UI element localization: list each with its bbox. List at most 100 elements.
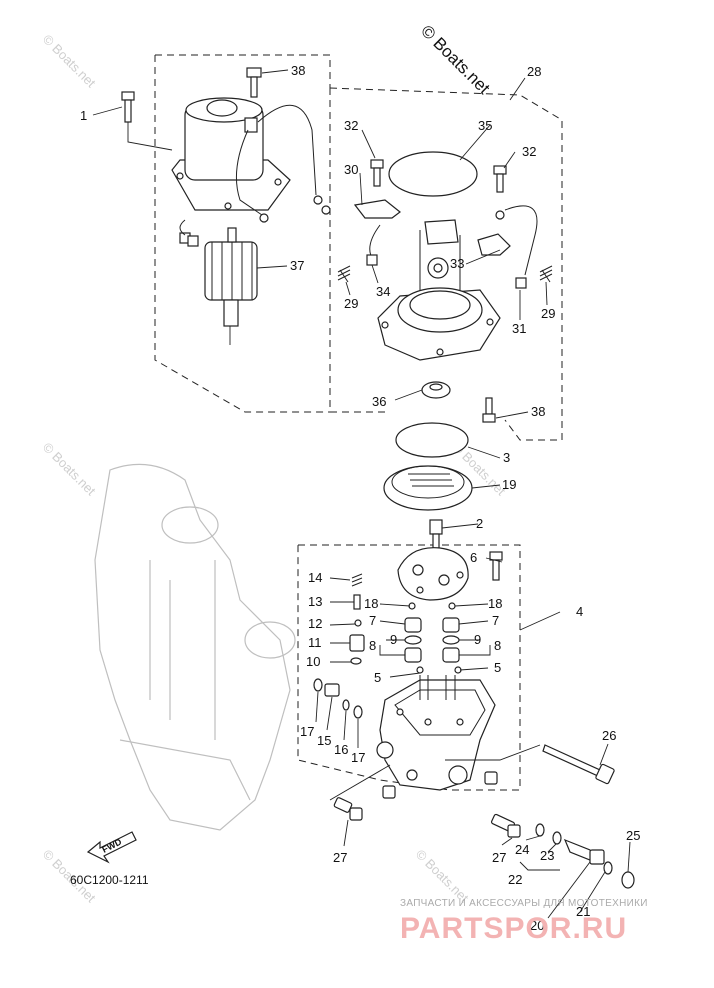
valve-assembly-left xyxy=(404,602,424,674)
callout-14: 14 xyxy=(308,570,322,585)
callout-29-left: 29 xyxy=(344,296,358,311)
callout-22: 22 xyxy=(508,872,522,887)
callout-15: 15 xyxy=(317,733,331,748)
callout-1: 1 xyxy=(80,108,87,123)
callout-31: 31 xyxy=(512,321,526,336)
brush-34-part xyxy=(366,254,378,266)
oring-3-part xyxy=(395,422,469,458)
lead-wire-left xyxy=(369,224,381,259)
callout-21: 21 xyxy=(576,904,590,919)
callout-17-left: 17 xyxy=(300,724,314,739)
gear-plate-19-part xyxy=(383,465,473,511)
brush-holder-center-part xyxy=(424,219,459,245)
pin-13-part xyxy=(353,594,361,610)
callout-38-bottom: 38 xyxy=(531,404,545,419)
callout-7-right: 7 xyxy=(492,613,499,628)
callout-18-right: 18 xyxy=(488,596,502,611)
bolt-1-part xyxy=(121,91,173,151)
motor-box-right xyxy=(329,87,563,441)
callout-24: 24 xyxy=(515,842,529,857)
callout-20: 20 xyxy=(530,918,544,933)
callout-9-right: 9 xyxy=(474,632,481,647)
motor-box-top xyxy=(155,54,331,88)
pump-gear-housing-part xyxy=(397,547,469,601)
pump-body-4-part xyxy=(376,675,496,791)
spring-14-part xyxy=(351,573,363,587)
bolt-27-left-part xyxy=(333,797,363,821)
bolt-38-bottom-part xyxy=(482,397,496,423)
callout-29-right: 29 xyxy=(541,306,555,321)
valve-assembly-right xyxy=(442,602,462,674)
callout-27-right: 27 xyxy=(492,850,506,865)
callout-11: 11 xyxy=(308,635,322,650)
armature-part xyxy=(204,227,258,345)
callout-34: 34 xyxy=(376,284,390,299)
oring-35-part xyxy=(388,151,478,197)
callout-8-right: 8 xyxy=(494,638,501,653)
callout-16: 16 xyxy=(334,742,348,757)
bolt-38-top-part xyxy=(246,67,262,98)
plug-left-part xyxy=(382,785,396,799)
shop-watermark: ЗАПЧАСТИ И АКСЕССУАРЫ ДЛЯ МОТОТЕХНИКИ PA… xyxy=(400,898,648,945)
plugs-15-16-17 xyxy=(313,678,363,719)
background-tilt-cylinder xyxy=(94,463,296,831)
callout-5-left: 5 xyxy=(374,670,381,685)
seal-36-part xyxy=(421,381,451,399)
callout-26: 26 xyxy=(602,728,616,743)
oring-10-part xyxy=(350,657,362,665)
watermark-top-right: © Boats.net xyxy=(417,21,494,98)
callout-4: 4 xyxy=(576,604,583,619)
plug-right-part xyxy=(484,771,498,785)
callout-5-right: 5 xyxy=(494,660,501,675)
leader-lines xyxy=(92,69,631,919)
brush-31-part xyxy=(515,277,527,289)
callout-7-left: 7 xyxy=(369,613,376,628)
bolt-32-left-part xyxy=(370,159,384,187)
lead-wire-right xyxy=(504,205,538,276)
bolt-6-part xyxy=(489,551,503,581)
callout-32-right: 32 xyxy=(522,144,536,159)
callout-8-left: 8 xyxy=(369,638,376,653)
callout-9-left: 9 xyxy=(390,632,397,647)
callout-38-top: 38 xyxy=(291,63,305,78)
callout-10: 10 xyxy=(306,654,320,669)
shop-tagline: ЗАПЧАСТИ И АКСЕССУАРЫ ДЛЯ МОТОТЕХНИКИ xyxy=(400,898,648,909)
callout-6: 6 xyxy=(470,550,477,565)
bolt-27-right-part xyxy=(490,813,521,838)
callout-30: 30 xyxy=(344,162,358,177)
shop-name: PARTSPOR.RU xyxy=(400,912,627,945)
callout-18-left: 18 xyxy=(364,596,378,611)
motor-box-inner xyxy=(329,88,390,413)
callout-37: 37 xyxy=(290,258,304,273)
diagram-code: 60C1200-1211 xyxy=(70,873,149,887)
valve-11-part xyxy=(349,634,365,652)
brush-holder-30-part xyxy=(353,199,401,219)
callout-25: 25 xyxy=(626,828,640,843)
end-cover-part xyxy=(377,230,501,361)
callout-28: 28 xyxy=(527,64,541,79)
callout-numbers: 1 2 3 4 5 5 6 7 7 8 8 9 9 10 11 12 13 14… xyxy=(80,63,640,933)
watermark-mid-left: © Boats.net xyxy=(40,440,99,499)
motor-housing-part xyxy=(171,97,331,223)
ball-12-part xyxy=(354,619,362,627)
watermark-bottom-center: © Boats.net xyxy=(413,847,472,906)
callout-13: 13 xyxy=(308,594,322,609)
callout-35: 35 xyxy=(478,118,492,133)
callout-33: 33 xyxy=(450,256,464,271)
callout-2: 2 xyxy=(476,516,483,531)
callout-23: 23 xyxy=(540,848,554,863)
bolt-26-part xyxy=(542,744,615,785)
fitting-20-25-part xyxy=(535,823,635,889)
callout-36: 36 xyxy=(372,394,386,409)
bolt-32-right-part xyxy=(493,165,507,220)
small-clips xyxy=(179,219,199,247)
fwd-arrow-icon: FWD xyxy=(86,831,137,864)
callout-17-right: 17 xyxy=(351,750,365,765)
watermark-top-left: © Boats.net xyxy=(40,32,99,91)
callout-32-left: 32 xyxy=(344,118,358,133)
spring-29-left-part xyxy=(337,265,351,283)
callout-3: 3 xyxy=(503,450,510,465)
callout-12: 12 xyxy=(308,616,322,631)
